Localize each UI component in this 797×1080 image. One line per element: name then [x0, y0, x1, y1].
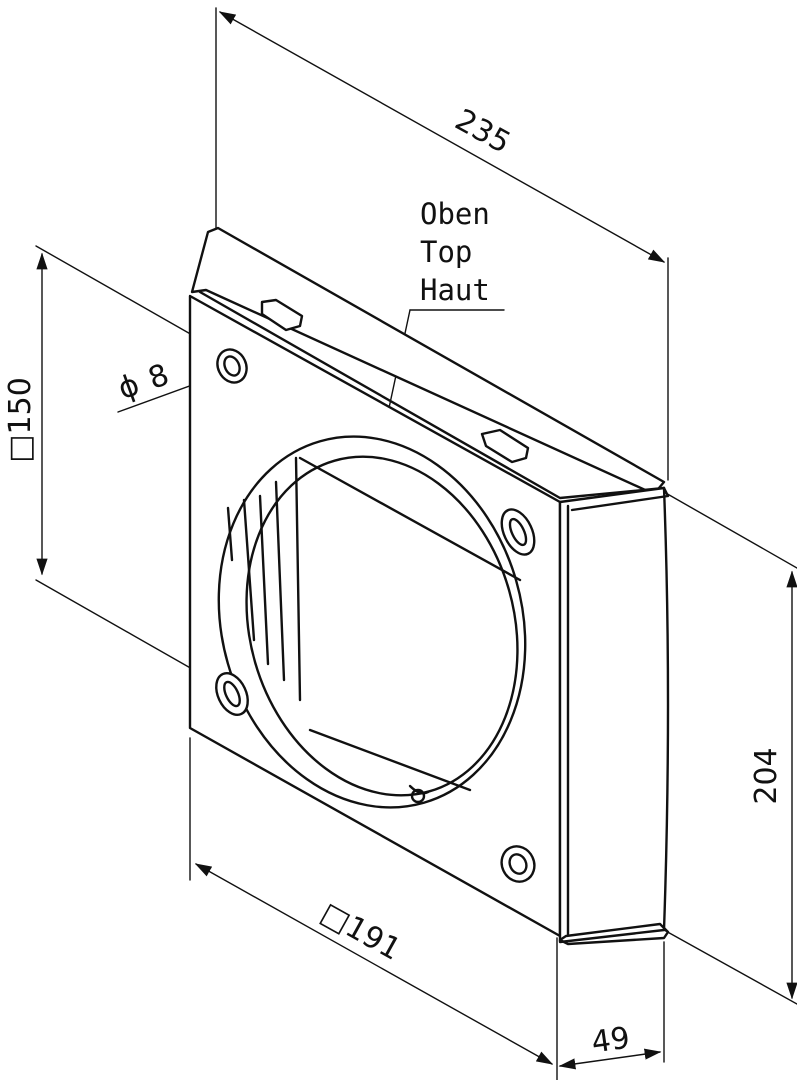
- dim-label-49: 49: [589, 1021, 632, 1061]
- flange-part: [188, 226, 670, 946]
- dim-label-150: □150: [3, 377, 38, 463]
- inner-damper: [226, 456, 522, 804]
- diameter-symbol: ϕ: [113, 367, 144, 407]
- label-top: Top: [420, 235, 472, 269]
- orientation-label: Oben Top Haut: [420, 197, 490, 307]
- dimension-lines: [35, 7, 797, 1080]
- label-oben: Oben: [420, 197, 490, 231]
- circular-opening: [217, 435, 527, 809]
- hole-top-left: [216, 348, 248, 384]
- dim-label-204: 204: [749, 747, 784, 804]
- dim-label-phi8: 8: [144, 357, 174, 396]
- mounting-holes: [215, 348, 536, 883]
- dimension-labels: 235 □150 ϕ 8 204 □191 49: [3, 103, 784, 1061]
- hole-bottom-right: [500, 845, 536, 883]
- dim-line-191: [194, 863, 554, 1065]
- label-haut: Haut: [420, 273, 490, 307]
- dim-line-235: [218, 11, 666, 263]
- clip-tab-right: [480, 428, 530, 464]
- dim-line-49: [558, 1048, 662, 1070]
- clip-tab-left: [260, 298, 304, 332]
- side-wall: [558, 486, 670, 944]
- dim-label-235: 235: [449, 103, 516, 161]
